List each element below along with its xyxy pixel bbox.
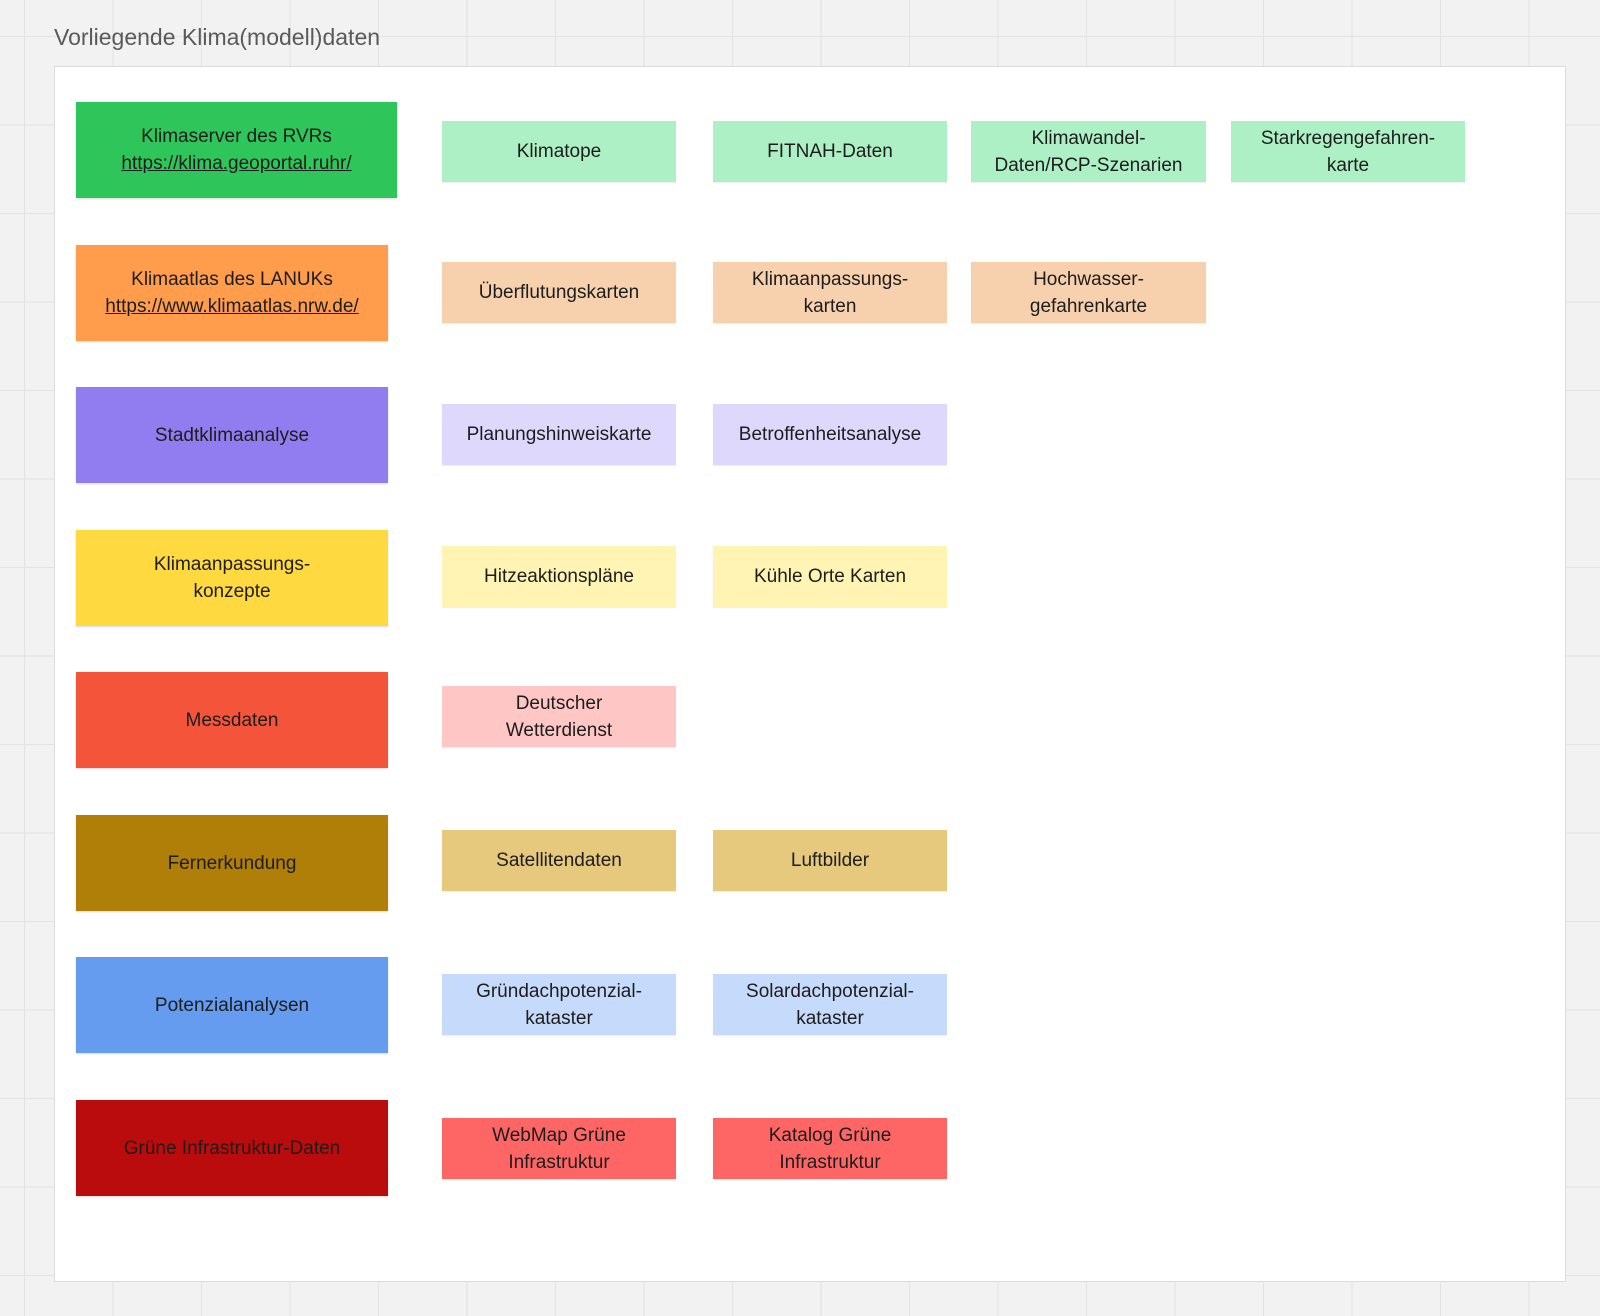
category-gruene-infrastruktur-daten[interactable]: Grüne Infrastruktur-Daten: [76, 1100, 388, 1196]
item-solardachpotenzialkataster[interactable]: Solardachpotenzial- kataster: [713, 974, 947, 1035]
item-label: Hochwasser-: [1033, 268, 1144, 290]
item-klimawandel-daten[interactable]: Klimawandel- Daten/RCP-Szenarien: [971, 121, 1206, 182]
item-label: Infrastruktur: [779, 1151, 881, 1173]
item-label: Betroffenheitsanalyse: [738, 424, 922, 445]
category-title: Klimaserver des RVRs: [141, 126, 332, 147]
category-fernerkundung[interactable]: Fernerkundung: [76, 815, 388, 911]
item-label: Solardachpotenzial-: [746, 980, 914, 1002]
category-klimaatlas-lanuk[interactable]: Klimaatlas des LANUKs https://www.klimaa…: [76, 245, 388, 341]
category-title: Fernerkundung: [167, 852, 297, 874]
item-label: WebMap Grüne: [492, 1124, 626, 1146]
category-link[interactable]: https://klima.geoportal.ruhr/: [121, 153, 352, 174]
category-title: Stadtklimaanalyse: [154, 424, 310, 446]
item-label: Starkregengefahren-: [1260, 127, 1436, 149]
item-label: Klimawandel-: [1031, 127, 1146, 149]
item-label: Deutscher: [515, 692, 603, 714]
item-label: kataster: [796, 1007, 864, 1029]
category-title: Klimaatlas des LANUKs: [131, 269, 333, 290]
item-label: Luftbilder: [790, 850, 870, 871]
category-title: Grüne Infrastruktur-Daten: [123, 1137, 341, 1159]
item-label: Klimaanpassungs-: [751, 268, 909, 290]
item-planungshinweiskarte[interactable]: Planungshinweiskarte: [442, 404, 676, 465]
category-potenzialanalysen[interactable]: Potenzialanalysen: [76, 957, 388, 1053]
category-title: Messdaten: [185, 709, 279, 731]
item-label: Kühle Orte Karten: [753, 566, 907, 587]
item-label: Satellitendaten: [496, 850, 622, 871]
item-label: kataster: [525, 1007, 593, 1029]
category-title: Potenzialanalysen: [154, 994, 310, 1016]
category-messdaten[interactable]: Messdaten: [76, 672, 388, 768]
item-fitnah-daten[interactable]: FITNAH-Daten: [713, 121, 947, 182]
item-label: Wetterdienst: [505, 719, 613, 741]
category-title: konzepte: [193, 581, 271, 602]
item-klimatope[interactable]: Klimatope: [442, 121, 676, 182]
item-label: karte: [1326, 154, 1370, 176]
category-stadtklimaanalyse[interactable]: Stadtklimaanalyse: [76, 387, 388, 483]
category-klimaserver-rvr[interactable]: Klimaserver des RVRs https://klima.geopo…: [76, 102, 397, 198]
item-starkregengefahrenkarte[interactable]: Starkregengefahren- karte: [1231, 121, 1465, 182]
item-gruendachpotenzialkataster[interactable]: Gründachpotenzial- kataster: [442, 974, 676, 1035]
category-klimaanpassungskonzepte[interactable]: Klimaanpassungs- konzepte: [76, 530, 388, 626]
item-hochwassergefahrenkarte[interactable]: Hochwasser- gefahrenkarte: [971, 262, 1206, 323]
item-label: Hitzeaktionspläne: [484, 566, 634, 587]
item-katalog-gruene-infrastruktur[interactable]: Katalog Grüne Infrastruktur: [713, 1118, 947, 1179]
item-label: Daten/RCP-Szenarien: [994, 154, 1183, 176]
item-label: gefahrenkarte: [1029, 295, 1148, 317]
item-betroffenheitsanalyse[interactable]: Betroffenheitsanalyse: [713, 404, 947, 465]
item-label: Klimatope: [516, 141, 602, 162]
item-label: Katalog Grüne: [768, 1124, 892, 1146]
category-title: Klimaanpassungs-: [153, 554, 311, 575]
item-label: Überflutungskarten: [478, 282, 640, 303]
item-ueberflutungskarten[interactable]: Überflutungskarten: [442, 262, 676, 323]
item-webmap-gruene-infrastruktur[interactable]: WebMap Grüne Infrastruktur: [442, 1118, 676, 1179]
item-label: Gründachpotenzial-: [476, 980, 642, 1002]
item-luftbilder[interactable]: Luftbilder: [713, 830, 947, 891]
frame-title: Vorliegende Klima(modell)daten: [54, 24, 381, 50]
item-satellitendaten[interactable]: Satellitendaten: [442, 830, 676, 891]
item-klimaanpassungskarten[interactable]: Klimaanpassungs- karten: [713, 262, 947, 323]
item-label: FITNAH-Daten: [767, 141, 893, 162]
item-label: karten: [803, 295, 857, 317]
item-label: Planungshinweiskarte: [466, 424, 652, 445]
item-kuehle-orte-karten[interactable]: Kühle Orte Karten: [713, 546, 947, 607]
item-label: Infrastruktur: [508, 1151, 610, 1173]
item-deutscher-wetterdienst[interactable]: Deutscher Wetterdienst: [442, 686, 676, 747]
category-link[interactable]: https://www.klimaatlas.nrw.de/: [105, 296, 359, 317]
item-hitzeaktionsplaene[interactable]: Hitzeaktionspläne: [442, 546, 676, 607]
